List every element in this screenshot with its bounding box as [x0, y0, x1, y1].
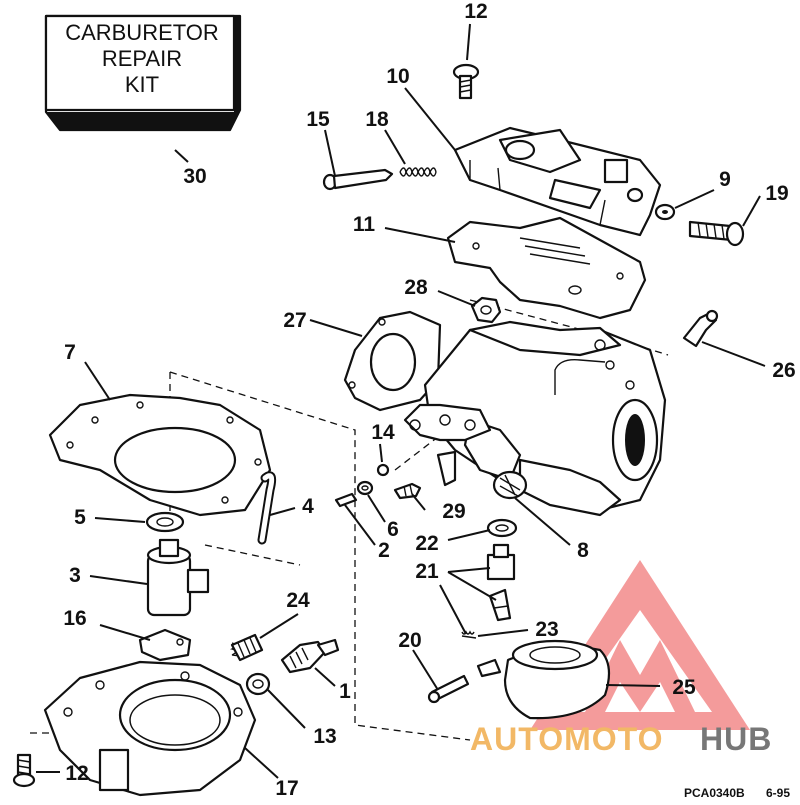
screw-2 [334, 492, 358, 508]
watermark-auto: AUTOMOTO [470, 721, 663, 757]
callout-29: 29 [442, 500, 465, 523]
callout-5: 5 [74, 506, 86, 529]
callout-27: 27 [283, 309, 306, 332]
leader-lines [36, 23, 766, 779]
callout-21: 21 [415, 560, 439, 583]
pin-15 [322, 168, 394, 191]
kit-label-line2: REPAIR [102, 46, 182, 71]
washer-14 [376, 463, 390, 477]
spring-18 [399, 167, 437, 177]
watermark-m-shape [585, 640, 695, 712]
watermark-text: AUTOMOTO HUB [470, 721, 772, 757]
nut-28 [470, 296, 502, 324]
callout-12-bottom: 12 [65, 762, 88, 785]
float-3 [146, 538, 210, 617]
spring-24 [229, 633, 264, 662]
washer-9 [654, 203, 676, 221]
carburetor-body [403, 320, 667, 517]
kit-box-shadow [46, 16, 240, 130]
screw-12-top [452, 63, 480, 100]
callout-4: 4 [302, 495, 314, 518]
float-bowl-17 [43, 660, 257, 797]
figure-code: PCA0340B [684, 786, 745, 800]
assembly-dashed-lines [30, 299, 669, 741]
float-bowl-cover-10 [453, 126, 662, 237]
callout-26: 26 [772, 359, 795, 382]
callout-8: 8 [577, 539, 589, 562]
callout-13: 13 [313, 725, 336, 748]
clip-6 [356, 480, 374, 496]
kit-label-line1: CARBURETOR [65, 20, 219, 45]
figure-date: 6-95 [766, 786, 790, 800]
inlet-seat-21 [486, 543, 516, 622]
float-25 [476, 639, 611, 720]
callout-10: 10 [386, 65, 409, 88]
callout-numbers: 12 10 15 18 30 9 19 11 28 27 26 7 14 4 5… [63, 0, 795, 800]
needle-29 [393, 482, 422, 500]
washer-22 [486, 518, 518, 538]
gasket-27 [343, 310, 442, 412]
callout-28: 28 [404, 276, 428, 299]
callout-15: 15 [306, 108, 330, 131]
kit-label-line3: KIT [125, 72, 159, 97]
screw-19 [688, 220, 745, 247]
callout-25: 25 [672, 676, 696, 699]
callout-20: 20 [398, 629, 421, 652]
callout-19: 19 [765, 182, 788, 205]
pin-20 [427, 674, 470, 704]
callout-23: 23 [535, 618, 558, 641]
callout-2: 2 [378, 539, 390, 562]
o-ring-13 [245, 672, 271, 696]
callout-14: 14 [371, 421, 395, 444]
callout-12-top: 12 [464, 0, 487, 23]
fitting-26 [682, 309, 719, 348]
valve-1 [280, 638, 340, 674]
callout-30: 30 [183, 165, 206, 188]
o-ring-5 [145, 511, 185, 533]
repair-kit-box: CARBURETOR REPAIR KIT [44, 14, 242, 132]
callout-7: 7 [64, 341, 76, 364]
figure-footer: PCA0340B 6-95 [684, 786, 790, 800]
tube-4 [257, 471, 277, 545]
watermark-hub: HUB [700, 721, 772, 757]
callout-22: 22 [415, 532, 438, 555]
spring-23 [461, 630, 477, 639]
callout-9: 9 [719, 168, 731, 191]
gasket-16 [138, 628, 192, 662]
callout-1: 1 [339, 680, 351, 703]
callout-16: 16 [63, 607, 86, 630]
screw-12-bottom [12, 753, 36, 788]
callout-3: 3 [69, 564, 81, 587]
callout-24: 24 [286, 589, 310, 612]
gasket-11 [446, 216, 647, 320]
gasket-7 [48, 393, 272, 517]
callout-6: 6 [387, 518, 399, 541]
callout-11: 11 [353, 213, 376, 236]
callout-17: 17 [275, 777, 298, 800]
callout-18: 18 [365, 108, 389, 131]
